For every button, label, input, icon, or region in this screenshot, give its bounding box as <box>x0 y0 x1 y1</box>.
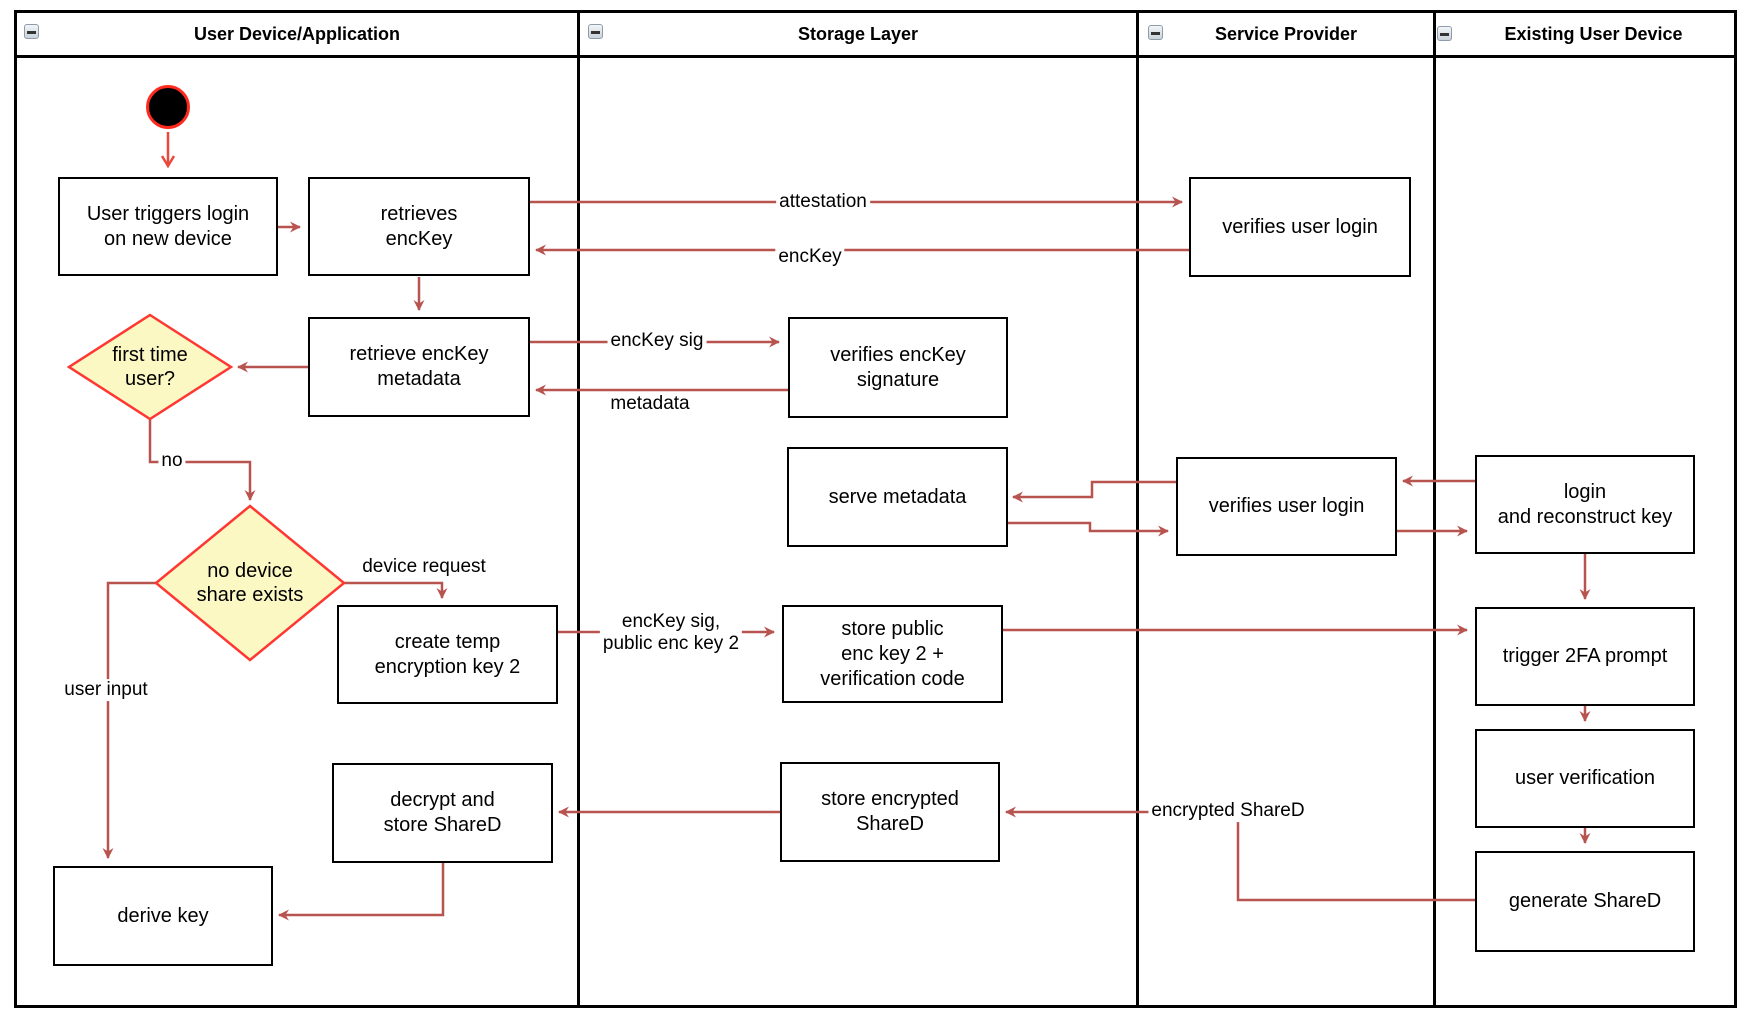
node-create-temp-encryption-key-2: create temp encryption key 2 <box>337 605 558 704</box>
connector-serve-metadata-to-verifies-login <box>1008 521 1169 537</box>
lane-divider-2 <box>1136 10 1139 1008</box>
edge-label-enckey-sig-public-enc-key-2: encKey sig, public enc key 2 <box>599 611 743 655</box>
decision-no-device-share-exists: no device share exists <box>153 503 347 663</box>
node-verifies-user-login-2: verifies user login <box>1176 457 1397 556</box>
lane-title-storage-layer: Storage Layer <box>797 23 919 44</box>
lane-title-user-device-application: User Device/Application <box>193 23 401 44</box>
connector-user-input <box>102 581 157 859</box>
lane-title-service-provider: Service Provider <box>1214 23 1358 44</box>
collapse-lane-icon[interactable] <box>1437 26 1452 41</box>
lane-divider-1 <box>577 10 580 1008</box>
edge-label-attestation: attestation <box>776 191 870 213</box>
node-login-and-reconstruct-key: login and reconstruct key <box>1475 455 1695 554</box>
connector-verifies-login-to-serve-metadata <box>1012 480 1176 503</box>
edge-label-metadata: metadata <box>607 393 693 415</box>
edge-label-enckey-sig: encKey sig <box>607 330 707 352</box>
collapse-lane-icon[interactable] <box>24 24 39 39</box>
collapse-lane-icon[interactable] <box>1148 25 1163 40</box>
edge-label-encrypted-shared: encrypted ShareD <box>1148 800 1308 822</box>
node-store-public-enc-key-2: store public enc key 2 + verification co… <box>782 605 1003 703</box>
node-verifies-enckey-signature: verifies encKey signature <box>788 317 1008 418</box>
collapse-lane-icon[interactable] <box>588 24 603 39</box>
node-user-triggers-login: User triggers login on new device <box>58 177 278 276</box>
node-generate-shared: generate ShareD <box>1475 851 1695 952</box>
connector-encrypted-shared <box>1005 806 1475 902</box>
edge-label-user-input: user input <box>61 679 151 701</box>
node-trigger-2fa-prompt: trigger 2FA prompt <box>1475 607 1695 706</box>
edge-label-enckey: encKey <box>775 246 845 268</box>
lane-title-existing-user-device: Existing User Device <box>1504 23 1683 44</box>
node-retrieves-enckey: retrieves encKey <box>308 177 530 276</box>
start-node <box>146 85 190 129</box>
node-user-verification: user verification <box>1475 729 1695 828</box>
connector-no-branch <box>148 418 256 501</box>
node-retrieve-enckey-metadata: retrieve encKey metadata <box>308 317 530 417</box>
node-decrypt-and-store-shared: decrypt and store ShareD <box>332 763 553 863</box>
node-store-encrypted-shared: store encrypted ShareD <box>780 762 1000 862</box>
lane-divider-3 <box>1433 10 1436 1008</box>
decision-diamond-shape <box>154 504 346 662</box>
decision-first-time-user-label: first time user? <box>112 344 188 390</box>
node-derive-key: derive key <box>53 866 273 966</box>
decision-first-time-user: first time user? <box>66 312 234 422</box>
decision-no-device-share-label: no device share exists <box>196 560 304 606</box>
connector-decrypt-to-derive-key <box>278 863 445 921</box>
node-serve-metadata: serve metadata <box>787 447 1008 547</box>
node-verifies-user-login-1: verifies user login <box>1189 177 1411 277</box>
decision-diamond-shape <box>66 313 234 421</box>
edge-label-no: no <box>158 450 186 472</box>
edge-label-device-request: device request <box>359 556 489 578</box>
pool-border <box>14 10 1737 1008</box>
connector-device-request <box>343 581 448 599</box>
lane-header-separator <box>14 55 1737 58</box>
